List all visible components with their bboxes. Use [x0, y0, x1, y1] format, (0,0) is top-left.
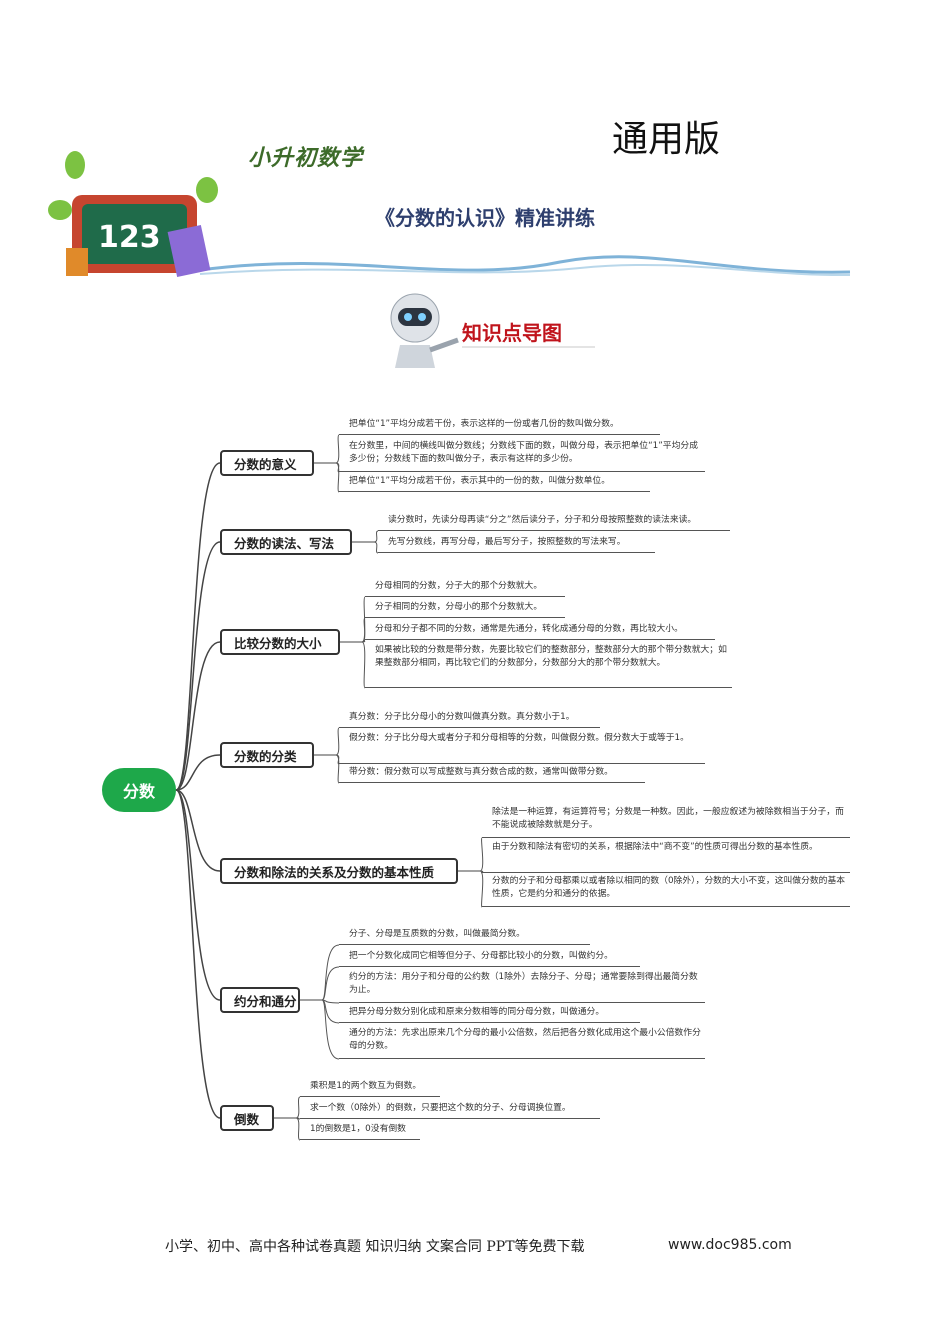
- mindmap-center-node: 分数: [102, 768, 176, 812]
- leaf-note: 在分数里，中间的横线叫做分数线；分数线下面的数，叫做分母，表示把单位“1”平均分…: [339, 440, 705, 472]
- leaf-connector: [361, 617, 366, 643]
- leaf-note: 把单位“1”平均分成若干份，表示这样的一份或者几份的数叫做分数。: [339, 418, 660, 435]
- document-title: 《分数的认识》精准讲练: [375, 206, 595, 230]
- leaf-connector: [335, 434, 340, 464]
- branch-connector: [175, 754, 221, 791]
- branch-node: 倒数: [220, 1105, 274, 1131]
- chalkboard-icon: 123: [48, 151, 218, 278]
- branch-connector: [175, 789, 221, 1001]
- leaf-note: 假分数：分子比分母大或者分子和分母相等的分数，叫做假分数。假分数大于或等于1。: [339, 732, 705, 764]
- section-title: 知识点导图: [462, 321, 562, 345]
- leaf-note: 分母和分子都不同的分数，通常是先通分，转化成通分母的分数，再比较大小。: [365, 623, 715, 640]
- leaf-note: 先写分数线，再写分母，最后写分子，按照整数的写法来写。: [378, 536, 655, 553]
- leaf-connector: [335, 754, 340, 784]
- svg-text:123: 123: [98, 220, 161, 255]
- leaf-note: 把单位“1”平均分成若干份，表示其中的一份的数，叫做分数单位。: [339, 475, 650, 492]
- leaf-connector: [295, 1096, 301, 1119]
- leaf-connector: [479, 870, 484, 908]
- leaf-note: 约分的方法：用分子和分母的公约数（1除外）去除分子、分母；通常要除到得出最简分数…: [339, 971, 705, 1003]
- leaf-note: 带分数：假分数可以写成整数与真分数合成的数，通常叫做带分数。: [339, 766, 645, 783]
- leaf-note: 通分的方法：先求出原来几个分母的最小公倍数，然后把各分数化成用这个最小公倍数作分…: [339, 1027, 705, 1059]
- leaf-connector: [479, 837, 484, 872]
- footer-url[interactable]: www.doc985.com: [668, 1237, 792, 1253]
- branch-node: 分数的分类: [220, 742, 314, 768]
- leaf-note: 乘积是1的两个数互为倒数。: [300, 1080, 440, 1097]
- leaf-connector: [321, 999, 340, 1060]
- leaf-note: 分数的分子和分母都乘以或者除以相同的数（0除外），分数的大小不变，这叫做分数的基…: [482, 875, 850, 907]
- subject-label: 小升初数学: [248, 146, 364, 171]
- branch-connector: [175, 641, 221, 791]
- leaf-connector: [361, 641, 366, 689]
- robot-icon: [390, 293, 459, 368]
- leaf-note: 除法是一种运算，有运算符号；分数是一种数。因此，一般应叙述为被除数相当于分子，而…: [482, 806, 850, 838]
- edition-label: 通用版: [612, 119, 721, 160]
- branch-connector: [175, 789, 221, 872]
- branch-node: 分数的意义: [220, 450, 314, 476]
- leaf-note: 真分数：分子比分母小的分数叫做真分数。真分数小于1。: [339, 711, 600, 728]
- leaf-note: 如果被比较的分数是带分数，先要比较它们的整数部分，整数部分大的那个带分数就大；如…: [365, 644, 732, 688]
- branch-connector: [175, 462, 221, 791]
- leaf-note: 分子、分母是互质数的分数，叫做最简分数。: [339, 928, 590, 945]
- leaf-note: 由于分数和除法有密切的关系，根据除法中“商不变”的性质可得出分数的基本性质。: [482, 841, 850, 873]
- leaf-note: 读分数时，先读分母再读“分之”然后读分子，分子和分母按照整数的读法来读。: [378, 514, 730, 531]
- leaf-connector: [335, 727, 340, 756]
- branch-node: 比较分数的大小: [220, 629, 340, 655]
- leaf-note: 分母相同的分数，分子大的那个分数就大。: [365, 580, 565, 597]
- branch-node: 分数和除法的关系及分数的基本性质: [220, 858, 458, 884]
- leaf-connector: [321, 944, 340, 1001]
- header-decoration: 123: [48, 151, 851, 368]
- leaf-connector: [335, 462, 340, 493]
- leaf-note: 求一个数（0除外）的倒数，只要把这个数的分子、分母调换位置。: [300, 1102, 600, 1119]
- leaf-note: 分子相同的分数，分母小的那个分数就大。: [365, 601, 565, 618]
- leaf-connector: [295, 1117, 301, 1141]
- footer-text: 小学、初中、高中各种试卷真题 知识归纳 文案合同 PPT等免费下载: [165, 1239, 585, 1255]
- leaf-connector: [361, 639, 366, 643]
- branch-node: 约分和通分: [220, 987, 300, 1013]
- branch-connector: [175, 789, 221, 1119]
- leaf-note: 把异分母分数分别化成和原来分数相等的同分母分数，叫做通分。: [339, 1006, 640, 1023]
- branch-connector: [175, 541, 221, 791]
- leaf-note: 把一个分数化成同它相等但分子、分母都比较小的分数，叫做约分。: [339, 950, 640, 967]
- leaf-connector: [321, 966, 340, 1001]
- leaf-note: 1的倒数是1，0没有倒数: [300, 1123, 420, 1140]
- leaf-connector: [373, 541, 379, 554]
- branch-node: 分数的读法、写法: [220, 529, 352, 555]
